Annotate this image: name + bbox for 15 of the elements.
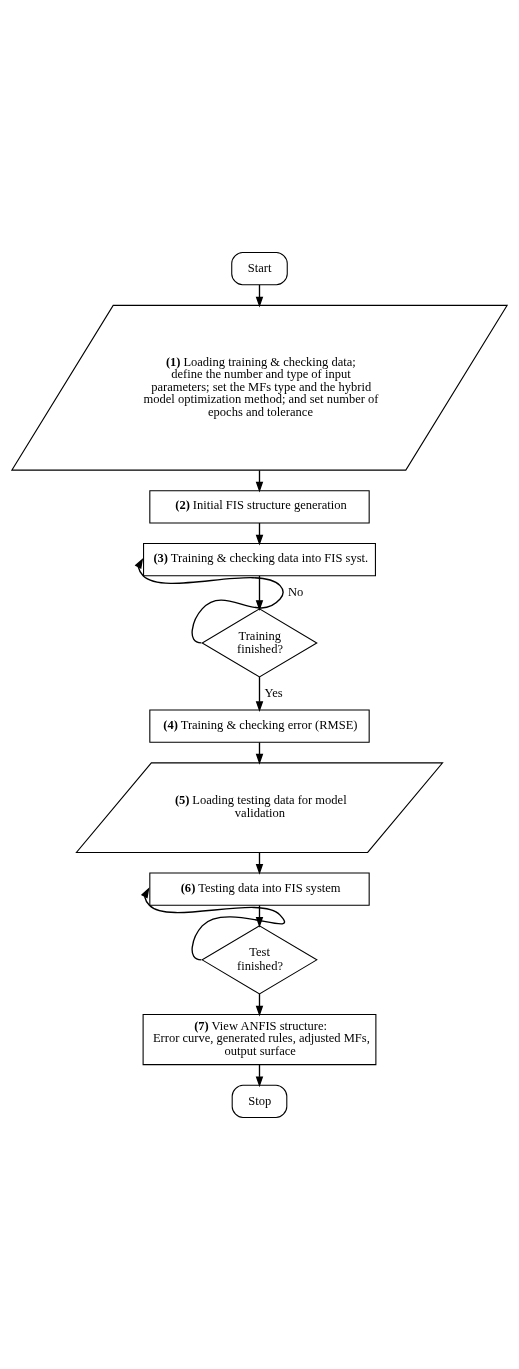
- node-diamond: Training finished?: [201, 607, 318, 678]
- arrow: [134, 557, 284, 644]
- node-box: (2) Initial FIS structure generation: [149, 489, 370, 523]
- node-box: (7) View ANFIS structure: Error curve, generated rules, adjusted MFs, output surface: [142, 1013, 377, 1065]
- arrow: [255, 574, 264, 611]
- node-box: Start: [231, 251, 288, 285]
- arrow: [140, 886, 285, 960]
- node-box: (4) Training & checking error (RMSE): [149, 709, 370, 743]
- arrow: [255, 675, 264, 712]
- node-diamond: Test finished?: [201, 924, 318, 994]
- edge-label: Yes: [264, 685, 283, 700]
- node-box: (6) Testing data into FIS system: [149, 871, 370, 906]
- node-box: (3) Training & checking data into FIS syst.: [143, 542, 376, 576]
- node-box: Stop: [231, 1084, 288, 1118]
- edge-label: No: [287, 584, 304, 599]
